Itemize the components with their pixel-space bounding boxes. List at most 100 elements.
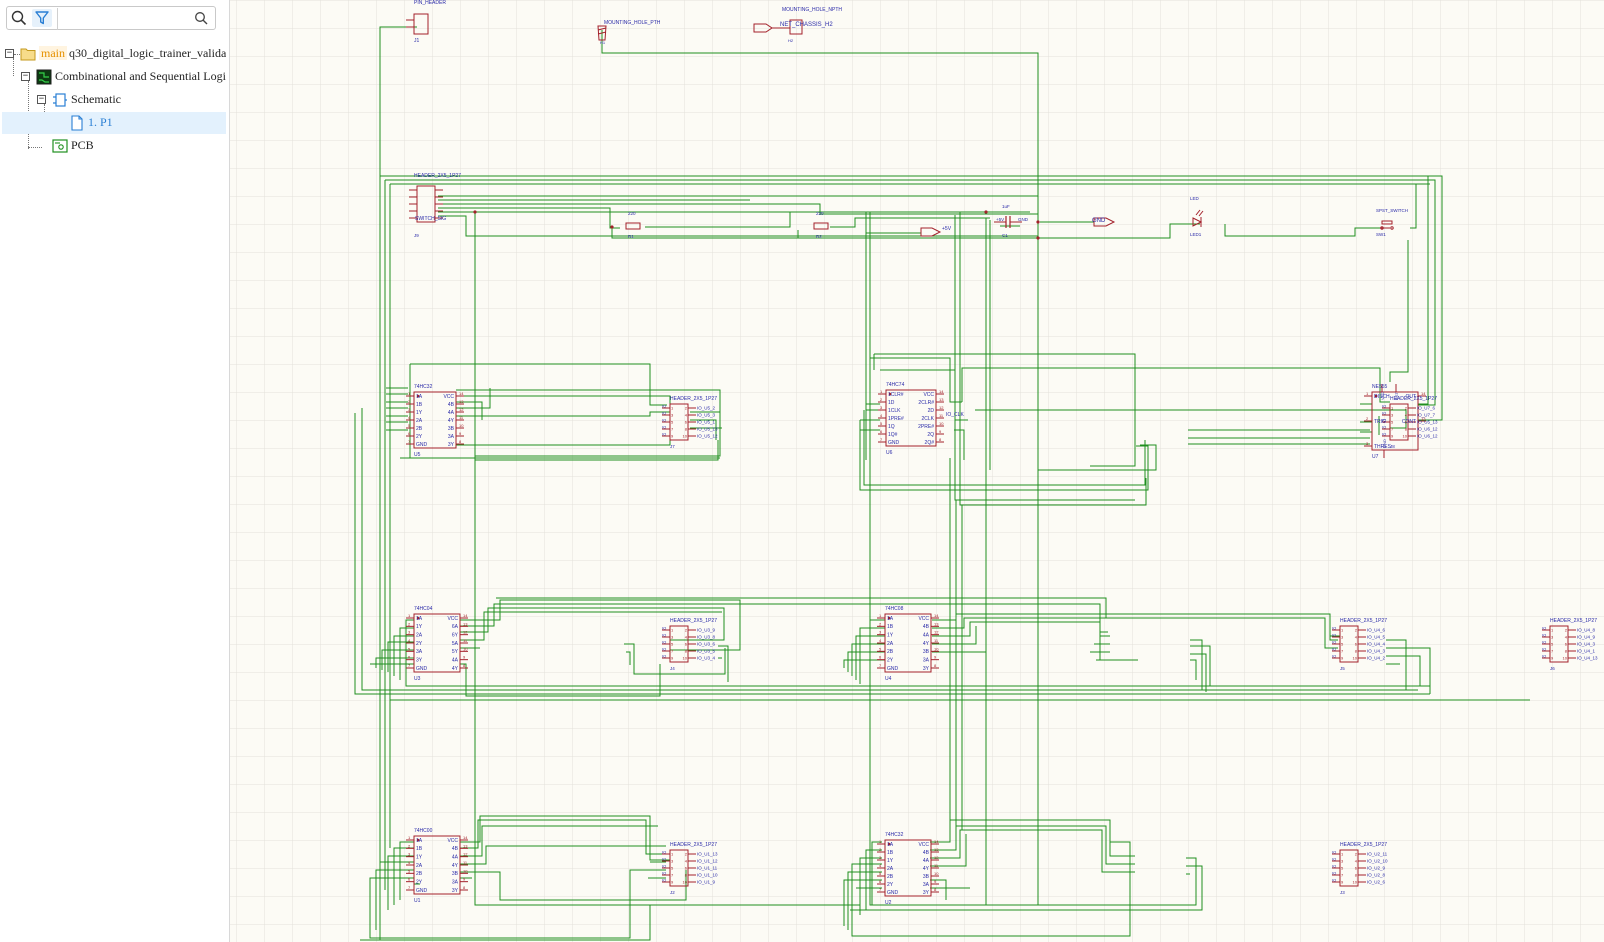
wire[interactable] <box>1360 403 1380 435</box>
wire[interactable] <box>456 389 721 457</box>
wire[interactable] <box>1386 639 1431 694</box>
resistor-r2[interactable] <box>813 222 829 230</box>
wire[interactable] <box>438 215 1038 237</box>
search-input[interactable] <box>57 8 194 30</box>
header-j4[interactable] <box>662 625 696 663</box>
wire[interactable] <box>930 819 1135 857</box>
wire[interactable] <box>460 870 687 901</box>
collapse-toggle-icon[interactable]: − <box>21 71 30 81</box>
wire[interactable] <box>870 357 962 403</box>
wire[interactable] <box>645 212 791 228</box>
ic-u1[interactable] <box>406 835 468 895</box>
wire[interactable] <box>460 603 730 627</box>
net-port-chassis[interactable] <box>753 23 773 33</box>
wire[interactable] <box>1410 184 1417 229</box>
wire[interactable] <box>1038 223 1200 239</box>
wire[interactable] <box>959 212 1147 506</box>
power-port-5v[interactable] <box>920 227 942 237</box>
search-icon[interactable] <box>9 9 29 27</box>
wire[interactable] <box>975 409 1407 429</box>
wire[interactable] <box>386 387 408 431</box>
wire[interactable] <box>1418 176 1430 421</box>
wire[interactable] <box>460 815 670 861</box>
wire[interactable] <box>932 626 977 645</box>
collapse-toggle-icon[interactable]: − <box>37 94 46 104</box>
wire[interactable] <box>360 904 651 941</box>
switch-actuator[interactable] <box>1381 220 1393 225</box>
header-j8[interactable] <box>1382 403 1416 441</box>
wire[interactable] <box>385 179 1436 406</box>
header-j5[interactable] <box>1332 625 1366 663</box>
wire[interactable] <box>438 207 620 229</box>
wire[interactable] <box>369 841 665 939</box>
wire[interactable] <box>410 363 667 406</box>
schematic-svg[interactable]: PIN_HEADERJ1MOUNTING_HOLE_PTHH1MOUNTING_… <box>230 0 1604 942</box>
wire[interactable] <box>438 203 1038 215</box>
ic-u5[interactable] <box>406 391 464 449</box>
wire[interactable] <box>460 825 658 857</box>
ic-u6[interactable] <box>878 389 944 447</box>
wire[interactable] <box>460 611 722 641</box>
wire[interactable] <box>860 403 880 431</box>
wire[interactable] <box>624 643 726 675</box>
wire[interactable] <box>850 857 1203 911</box>
wire[interactable] <box>1224 224 1380 237</box>
wire[interactable] <box>1090 635 1110 661</box>
mounting-hole-h2[interactable] <box>789 19 803 35</box>
wire[interactable] <box>932 613 1338 641</box>
tree-item-schematic[interactable]: − Schematic <box>0 89 226 111</box>
wire[interactable] <box>843 841 1131 937</box>
wire[interactable] <box>361 408 1418 691</box>
tree-item-project[interactable]: − Combinational and Sequential Logi <box>0 66 226 88</box>
wire[interactable] <box>1188 429 1370 445</box>
symbol-layer[interactable] <box>406 13 1576 897</box>
wire[interactable] <box>961 367 1390 403</box>
ic-u4[interactable] <box>877 613 939 673</box>
ic-u7[interactable] <box>1364 384 1426 458</box>
header-j6[interactable] <box>1542 625 1576 663</box>
mounting-hole-h1[interactable] <box>597 25 607 41</box>
wire[interactable] <box>354 413 1430 695</box>
wire[interactable] <box>932 617 1338 649</box>
resistor-r1[interactable] <box>625 222 641 230</box>
ic-u2[interactable] <box>877 839 939 897</box>
wire[interactable] <box>930 879 970 900</box>
wire[interactable] <box>859 420 1149 491</box>
ground-port[interactable] <box>1093 217 1116 227</box>
wire[interactable] <box>460 607 725 641</box>
wire[interactable] <box>863 410 1146 486</box>
wire[interactable] <box>930 825 1135 865</box>
tree-item-root[interactable]: − main q30_digital_logic_trainer_valida <box>0 43 226 65</box>
ic-u3[interactable] <box>406 613 468 673</box>
wire[interactable] <box>930 829 1135 873</box>
wire[interactable] <box>1389 240 1409 382</box>
wire[interactable] <box>648 861 666 879</box>
wire[interactable] <box>690 411 722 440</box>
wire-layer[interactable] <box>354 26 1530 941</box>
wire[interactable] <box>1038 444 1157 471</box>
wire[interactable] <box>954 429 965 460</box>
header-j3[interactable] <box>1332 849 1366 887</box>
wire[interactable] <box>474 212 719 461</box>
wire[interactable] <box>718 645 729 682</box>
wire[interactable] <box>954 215 1135 501</box>
wire[interactable] <box>370 619 1430 687</box>
header-j7[interactable] <box>662 403 696 441</box>
wire[interactable] <box>930 834 967 867</box>
wire[interactable] <box>843 619 885 688</box>
wire[interactable] <box>460 819 668 855</box>
wire[interactable] <box>460 663 661 697</box>
wire[interactable] <box>460 845 666 865</box>
filter-icon[interactable] <box>32 9 52 27</box>
search-submit-icon[interactable] <box>191 9 211 27</box>
wire[interactable] <box>611 227 1038 239</box>
pin-header-j1[interactable] <box>413 13 429 35</box>
wire[interactable] <box>880 369 968 421</box>
collapse-toggle-icon[interactable]: − <box>5 48 14 58</box>
header-j2[interactable] <box>662 849 696 887</box>
tree-item-pcb[interactable]: PCB <box>0 135 226 157</box>
led-symbol[interactable] <box>1192 217 1203 227</box>
wire[interactable] <box>1190 639 1211 692</box>
wire[interactable] <box>830 217 990 228</box>
